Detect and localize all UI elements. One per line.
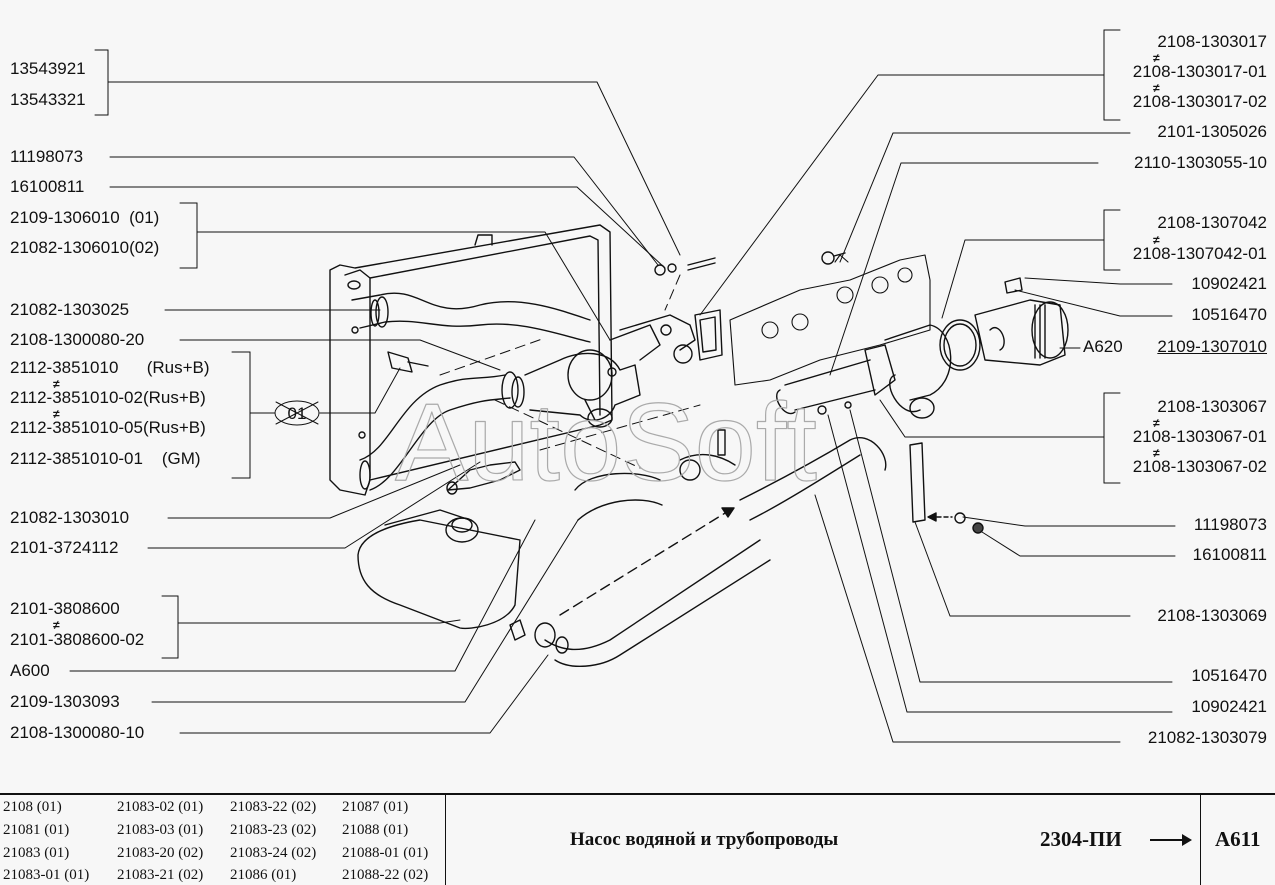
part-label[interactable]: 2108-1307042-01 xyxy=(1132,244,1267,263)
part-label[interactable]: 2108-1307042 xyxy=(1157,213,1267,232)
water-pump-drawing xyxy=(821,251,1069,366)
upper-radiator-hose-drawing xyxy=(351,292,591,343)
part-label[interactable]: 2109-1303093 xyxy=(10,692,120,711)
part-label[interactable]: 2112-3851010 (Rus+B) xyxy=(10,358,210,377)
option-01-badge: 01 xyxy=(274,400,320,426)
arrow-right-icon xyxy=(1150,834,1192,846)
part-label[interactable]: 2112-3851010-02(Rus+B) xyxy=(10,388,206,407)
temperature-sensor-drawing xyxy=(387,351,521,495)
water-pump-housing-drawing xyxy=(884,319,981,419)
part-label[interactable]: 2110-1303055-10 xyxy=(1134,153,1267,172)
part-label[interactable]: 10902421 xyxy=(1191,697,1267,716)
part-label[interactable]: 10516470 xyxy=(1191,666,1267,685)
applicability-table: 2108 (01) 21083-02 (01) 21083-22 (02) 21… xyxy=(0,795,446,885)
expansion-tank-drawing xyxy=(357,509,526,641)
pipe-bracket-drawing xyxy=(909,442,984,534)
radiator-drawing xyxy=(329,224,613,496)
model-cell: 2108 (01) xyxy=(3,799,62,815)
thermostat-drawing xyxy=(501,257,723,428)
model-cell: 21088-22 (02) xyxy=(342,867,429,883)
model-cell: 21083-21 (02) xyxy=(117,867,204,883)
part-label[interactable]: 11198073 xyxy=(1193,515,1267,534)
part-label[interactable]: 13543321 xyxy=(10,90,86,109)
part-label[interactable]: 2108-1303067-01 xyxy=(1132,427,1267,446)
part-label[interactable]: A600 xyxy=(10,661,50,680)
model-cell: 21081 (01) xyxy=(3,822,70,838)
coolant-pipe-drawing xyxy=(776,344,896,415)
interchange-icon: ≠ xyxy=(1153,81,1160,95)
next-page-link[interactable]: A611 xyxy=(1215,827,1261,851)
part-label[interactable]: 21082-1303010 xyxy=(10,508,130,527)
interchange-icon: ≠ xyxy=(1153,446,1160,460)
sheet-title: Насос водяной и трубопроводы xyxy=(570,829,839,850)
part-label[interactable]: 2112-3851010-05(Rus+B) xyxy=(10,418,206,437)
part-label[interactable]: 2108-1300080-20 xyxy=(10,330,145,349)
bypass-hoses-drawing xyxy=(534,429,887,668)
part-label[interactable]: 2101-1305026 xyxy=(1157,122,1267,141)
leader-lines-right xyxy=(699,29,1176,743)
assembly-part-label[interactable]: 2109-1307010 xyxy=(1157,337,1267,356)
part-label[interactable]: 10902421 xyxy=(1191,274,1267,293)
model-cell: 21083-22 (02) xyxy=(230,799,317,815)
part-label[interactable]: 21082-1303025 xyxy=(10,300,130,319)
part-label[interactable]: 11198073 xyxy=(10,147,84,166)
title-block: 2108 (01) 21083-02 (01) 21083-22 (02) 21… xyxy=(0,793,1275,885)
interchange-icon: ≠ xyxy=(53,377,60,391)
part-label[interactable]: 10516470 xyxy=(1191,305,1267,324)
leader-lines-left xyxy=(69,49,681,734)
section-code: 2304-ПИ xyxy=(1040,827,1122,851)
engine-head-drawing xyxy=(729,254,931,386)
part-label[interactable]: 2108-1300080-10 xyxy=(10,723,145,742)
part-label[interactable]: 2108-1303017-01 xyxy=(1132,62,1267,81)
part-label[interactable]: 2108-1303067-02 xyxy=(1132,457,1267,476)
part-label[interactable]: 2108-1303067 xyxy=(1157,397,1267,416)
part-label[interactable]: 2108-1303069 xyxy=(1157,606,1267,625)
part-label[interactable]: 13543921 xyxy=(10,59,86,78)
model-cell: 21083-24 (02) xyxy=(230,845,317,861)
part-label[interactable]: 21082-1303079 xyxy=(1147,728,1267,747)
model-cell: 21083-01 (01) xyxy=(3,867,90,883)
part-label[interactable]: 2112-3851010-01 (GM) xyxy=(10,449,201,468)
exploded-view-drawing: 01 AutoSoft xyxy=(69,29,1176,743)
model-cell: 21087 (01) xyxy=(342,799,409,815)
part-label[interactable]: 21082-1306010(02) xyxy=(10,238,160,257)
part-label[interactable]: 2108-1303017-02 xyxy=(1132,92,1267,111)
model-cell: 21083-03 (01) xyxy=(117,822,204,838)
model-cell: 21088 (01) xyxy=(342,822,409,838)
interchange-icon: ≠ xyxy=(53,618,60,632)
lower-radiator-hose-drawing xyxy=(359,374,511,491)
interchange-icon: ≠ xyxy=(53,407,60,421)
reference-label[interactable]: A620 xyxy=(1083,337,1123,356)
watermark: AutoSoft xyxy=(395,381,817,504)
part-label[interactable]: 2109-1306010 (01) xyxy=(10,208,160,227)
footer-divider xyxy=(1200,795,1201,885)
part-label[interactable]: 2101-3808600 xyxy=(10,599,120,618)
part-label[interactable]: 2108-1303017 xyxy=(1157,32,1267,51)
interchange-icon: ≠ xyxy=(1153,51,1160,65)
assembly-direction-lines xyxy=(439,274,701,469)
interchange-icon: ≠ xyxy=(1153,233,1160,247)
part-label[interactable]: 2101-3808600-02 xyxy=(10,630,145,649)
part-label[interactable]: 2101-3724112 xyxy=(10,538,119,557)
model-cell: 21083-23 (02) xyxy=(230,822,317,838)
model-cell: 21088-01 (01) xyxy=(342,845,429,861)
model-cell: 21086 (01) xyxy=(230,867,297,883)
model-cell: 21083 (01) xyxy=(3,845,70,861)
part-label[interactable]: 16100811 xyxy=(10,177,85,196)
model-cell: 21083-02 (01) xyxy=(117,799,204,815)
model-cell: 21083-20 (02) xyxy=(117,845,204,861)
interchange-icon: ≠ xyxy=(1153,416,1160,430)
part-label[interactable]: 16100811 xyxy=(1192,545,1267,564)
option-badge-label: 01 xyxy=(288,404,307,423)
